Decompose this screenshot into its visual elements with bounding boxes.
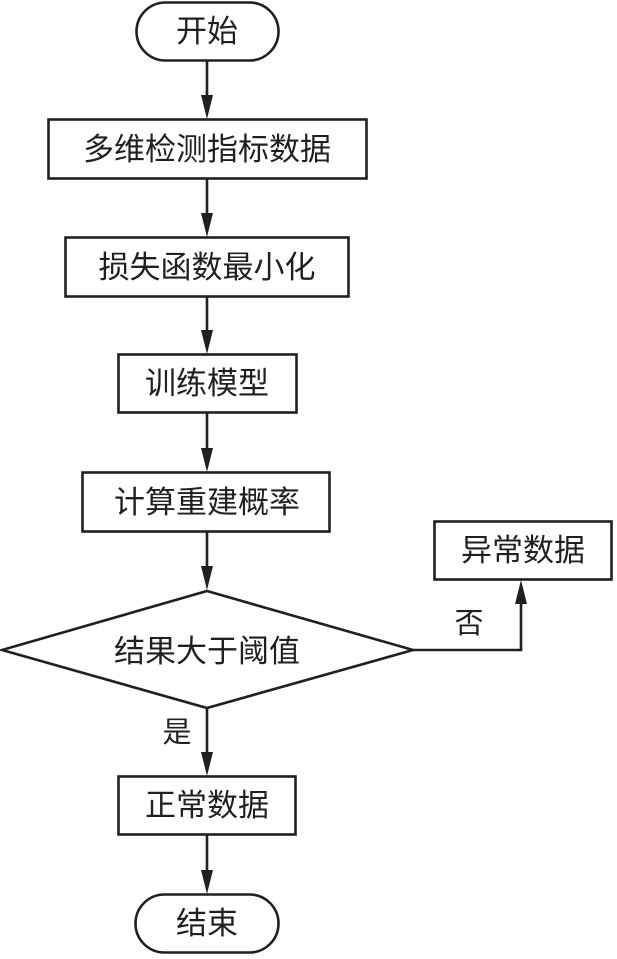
- process-shape: [117, 775, 297, 836]
- process-shape: [81, 471, 331, 533]
- edge-normal-to-end: [201, 835, 213, 894]
- edge-minimize-loss-to-train-model: [201, 297, 213, 354]
- edge-decision-to-abnormal: 否: [413, 580, 527, 652]
- edge-train-model-to-compute-prob: [201, 413, 213, 472]
- node-train-model: 训练模型: [117, 353, 298, 414]
- process-shape: [64, 236, 350, 298]
- node-label: 结果大于阈值: [114, 634, 300, 670]
- node-label: 训练模型: [145, 366, 269, 402]
- edge-input-data-to-minimize-loss: [201, 179, 213, 237]
- node-label: 正常数据: [145, 788, 269, 824]
- node-label: 开始: [176, 14, 238, 50]
- node-label: 计算重建概率: [114, 485, 300, 521]
- terminal-shape: [135, 1, 280, 62]
- edge-compute-prob-to-decision: [201, 532, 213, 590]
- arrowhead-icon: [515, 580, 527, 604]
- arrowhead-icon: [201, 330, 213, 354]
- arrowhead-icon: [201, 213, 213, 237]
- node-start: 开始: [135, 1, 280, 62]
- node-label: 异常数据: [461, 533, 585, 569]
- arrowhead-icon: [201, 870, 213, 894]
- node-decision: 结果大于阈值: [0, 589, 418, 710]
- arrowhead-icon: [201, 566, 213, 590]
- node-compute-prob: 计算重建概率: [81, 471, 331, 533]
- process-shape: [433, 520, 613, 581]
- arrowhead-icon: [201, 95, 213, 119]
- node-normal: 正常数据: [117, 775, 297, 836]
- node-input-data: 多维检测指标数据: [47, 118, 368, 180]
- edge-label-yes: 是: [162, 715, 191, 749]
- edge-start-to-input-data: [201, 61, 213, 119]
- connector-line: [413, 600, 523, 652]
- node-minimize-loss: 损失函数最小化: [64, 236, 350, 298]
- node-end: 结束: [134, 893, 280, 954]
- node-abnormal: 异常数据: [433, 520, 613, 581]
- arrowhead-icon: [201, 448, 213, 472]
- edge-decision-to-normal: 是: [162, 708, 213, 776]
- node-label: 结束: [176, 906, 238, 942]
- process-shape: [47, 118, 368, 180]
- process-shape: [117, 353, 298, 414]
- terminal-shape: [134, 893, 280, 954]
- node-label: 损失函数最小化: [99, 250, 316, 286]
- arrowhead-icon: [201, 752, 213, 776]
- node-label: 多维检测指标数据: [83, 132, 331, 168]
- edge-label-no: 否: [454, 606, 483, 640]
